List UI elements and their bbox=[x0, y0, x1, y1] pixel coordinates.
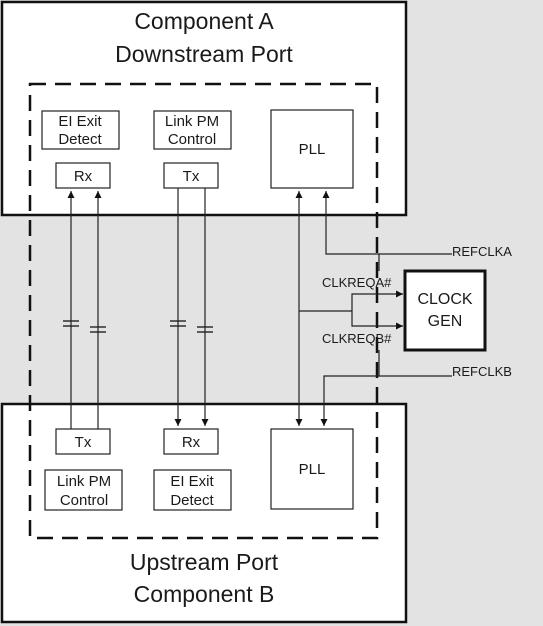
a-pll-label: PLL bbox=[299, 141, 326, 158]
a-link-pm-control-box bbox=[153, 110, 232, 150]
b-ei-exit-label-2: Detect bbox=[170, 492, 214, 509]
b-pll-box bbox=[270, 428, 354, 510]
b-rx-box bbox=[163, 428, 219, 455]
a-tx-label: Tx bbox=[183, 168, 200, 185]
component-a-subtitle: Downstream Port bbox=[115, 41, 293, 67]
component-b-title: Upstream Port bbox=[130, 549, 279, 575]
clkreqa-bracket bbox=[351, 290, 403, 311]
b-tx-label: Tx bbox=[75, 434, 92, 451]
a-pll-box bbox=[270, 109, 354, 189]
a-rx-box bbox=[55, 162, 111, 189]
b-ei-exit-label-1: EI Exit bbox=[170, 473, 214, 490]
clkreqa-label: CLKREQA# bbox=[322, 275, 392, 290]
a-ei-exit-label-1: EI Exit bbox=[58, 113, 102, 130]
b-pll-label: PLL bbox=[299, 461, 326, 478]
a-tx-box bbox=[163, 162, 219, 189]
clkreqb-bracket bbox=[351, 311, 403, 330]
refclkb-label: REFCLKB bbox=[452, 364, 512, 379]
refclka-line bbox=[322, 191, 380, 271]
a-link-pm-label-1: Link PM bbox=[165, 113, 219, 130]
b-tx-box bbox=[55, 428, 111, 455]
a-rx-label: Rx bbox=[74, 168, 93, 185]
clock-gen-label-1: CLOCK bbox=[417, 291, 472, 308]
a-link-pm-label-2: Control bbox=[168, 131, 216, 148]
refclka-label: REFCLKA bbox=[452, 244, 512, 259]
clkreqb-label: CLKREQB# bbox=[322, 331, 392, 346]
component-b-subtitle: Component B bbox=[134, 581, 275, 607]
link-boundary-dashed bbox=[28, 82, 379, 540]
clock-gen-box bbox=[403, 269, 487, 352]
component-a-title: Component A bbox=[134, 8, 274, 34]
a-ei-exit-detect-box bbox=[41, 110, 120, 150]
b-rx-label: Rx bbox=[182, 434, 201, 451]
b-link-pm-control-box bbox=[44, 469, 123, 511]
a-ei-exit-label-2: Detect bbox=[58, 131, 102, 148]
refclkb-line bbox=[320, 350, 380, 426]
b-link-pm-label-1: Link PM bbox=[57, 473, 111, 490]
clock-gen-label-2: GEN bbox=[428, 313, 463, 330]
b-ei-exit-detect-box bbox=[153, 469, 232, 511]
b-link-pm-label-2: Control bbox=[60, 492, 108, 509]
